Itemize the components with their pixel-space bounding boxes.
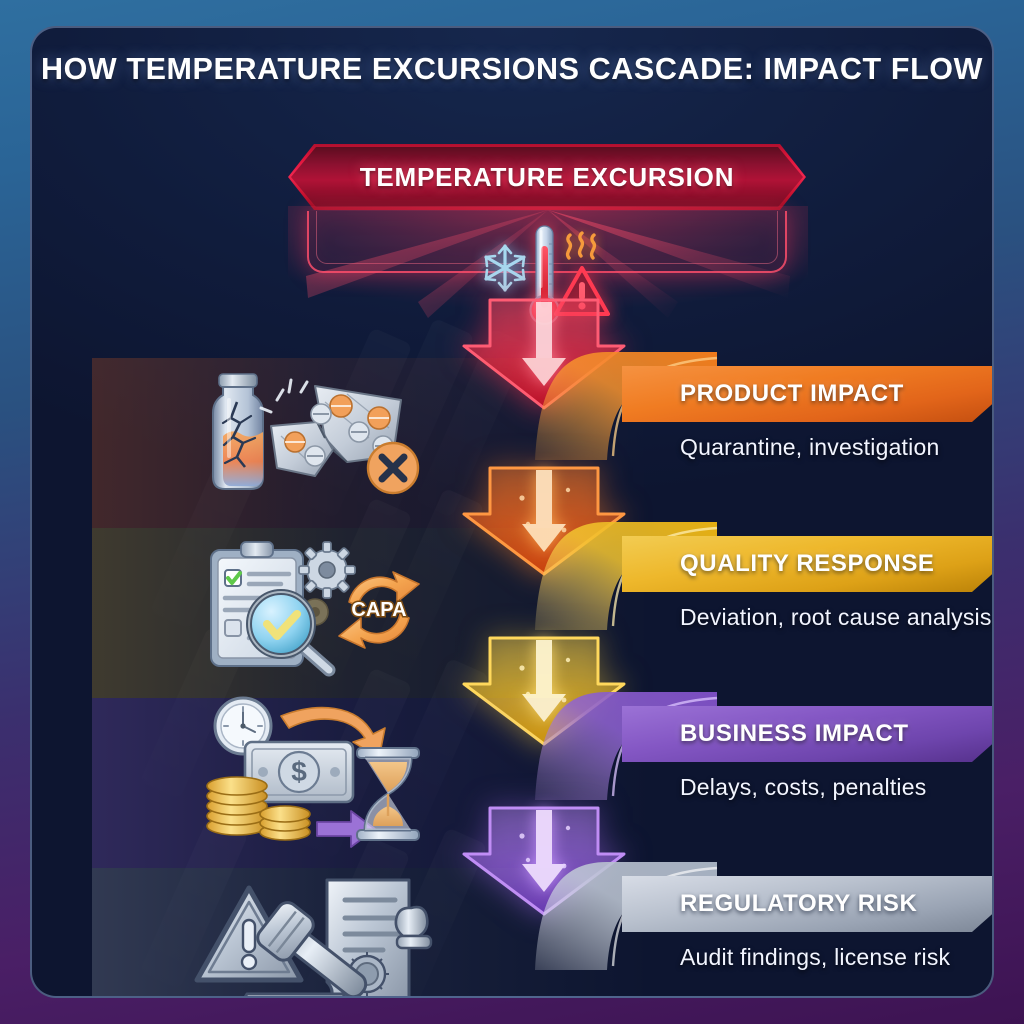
regulatory-risk-illustration xyxy=(194,878,433,996)
stage-banner-quality-response[interactable]: QUALITY RESPONSE xyxy=(622,536,994,592)
excursion-icon-cluster xyxy=(484,225,610,326)
warning-triangle-icon xyxy=(554,266,610,316)
source-node-label: TEMPERATURE EXCURSION xyxy=(359,161,735,192)
capa-cycle-icon: CAPA xyxy=(338,571,420,649)
gear-icon xyxy=(298,541,356,599)
magnifier-check-icon xyxy=(246,589,336,677)
banknote-dollar-icon: $ xyxy=(243,740,355,804)
stage-regulatory-risk[interactable]: REGULATORY RISK Audit findings, license … xyxy=(92,862,994,996)
rubber-stamp-icon xyxy=(394,905,433,950)
stage-label: BUSINESS IMPACT xyxy=(680,720,909,747)
infographic-panel: HOW TEMPERATURE EXCURSIONS CASCADE: IMPA… xyxy=(30,26,994,998)
gavel-icon xyxy=(243,901,368,996)
snowflake-icon xyxy=(484,244,526,292)
stage-subtitle: Quarantine, investigation xyxy=(680,434,940,460)
stage-subtitle: Audit findings, license risk xyxy=(680,944,951,970)
stage-label: REGULATORY RISK xyxy=(680,890,918,917)
business-impact-illustration: $ xyxy=(206,696,420,848)
source-node-banner: TEMPERATURE EXCURSION xyxy=(288,144,806,210)
hourglass-icon xyxy=(356,747,420,841)
stage-product-impact[interactable]: PRODUCT IMPACT Quarantine, investigation xyxy=(92,352,994,528)
quality-response-illustration: CAPA xyxy=(210,541,420,677)
capa-label: CAPA xyxy=(351,599,406,621)
heat-waves-icon xyxy=(565,231,597,260)
stage-business-impact[interactable]: $ xyxy=(92,692,994,868)
stage-label: QUALITY RESPONSE xyxy=(680,550,935,577)
stage-banner-product-impact[interactable]: PRODUCT IMPACT xyxy=(622,366,994,422)
dollar-symbol: $ xyxy=(291,756,307,787)
rejected-x-badge-icon xyxy=(366,441,420,495)
page-title: HOW TEMPERATURE EXCURSIONS CASCADE: IMPA… xyxy=(40,52,984,86)
product-impact-illustration xyxy=(212,373,420,495)
impact-sparks-icon xyxy=(259,378,309,414)
stage-banner-business-impact[interactable]: BUSINESS IMPACT xyxy=(622,706,994,762)
stage-subtitle: Deviation, root cause analysis xyxy=(680,604,992,630)
stage-quality-response[interactable]: CAPA QUALITY RESPONSE Deviation, root ca… xyxy=(92,522,994,698)
stage-label: PRODUCT IMPACT xyxy=(680,380,904,407)
source-node-inner xyxy=(291,147,803,207)
clock-icon xyxy=(213,696,273,756)
stage-banner-regulatory-risk[interactable]: REGULATORY RISK xyxy=(622,876,994,932)
thermometer-icon xyxy=(529,225,560,326)
broken-blister-pack-icon xyxy=(270,385,402,477)
coin-stack-icon xyxy=(206,776,311,841)
stage-subtitle: Delays, costs, penalties xyxy=(680,774,927,800)
cracked-vial-icon xyxy=(212,373,264,490)
